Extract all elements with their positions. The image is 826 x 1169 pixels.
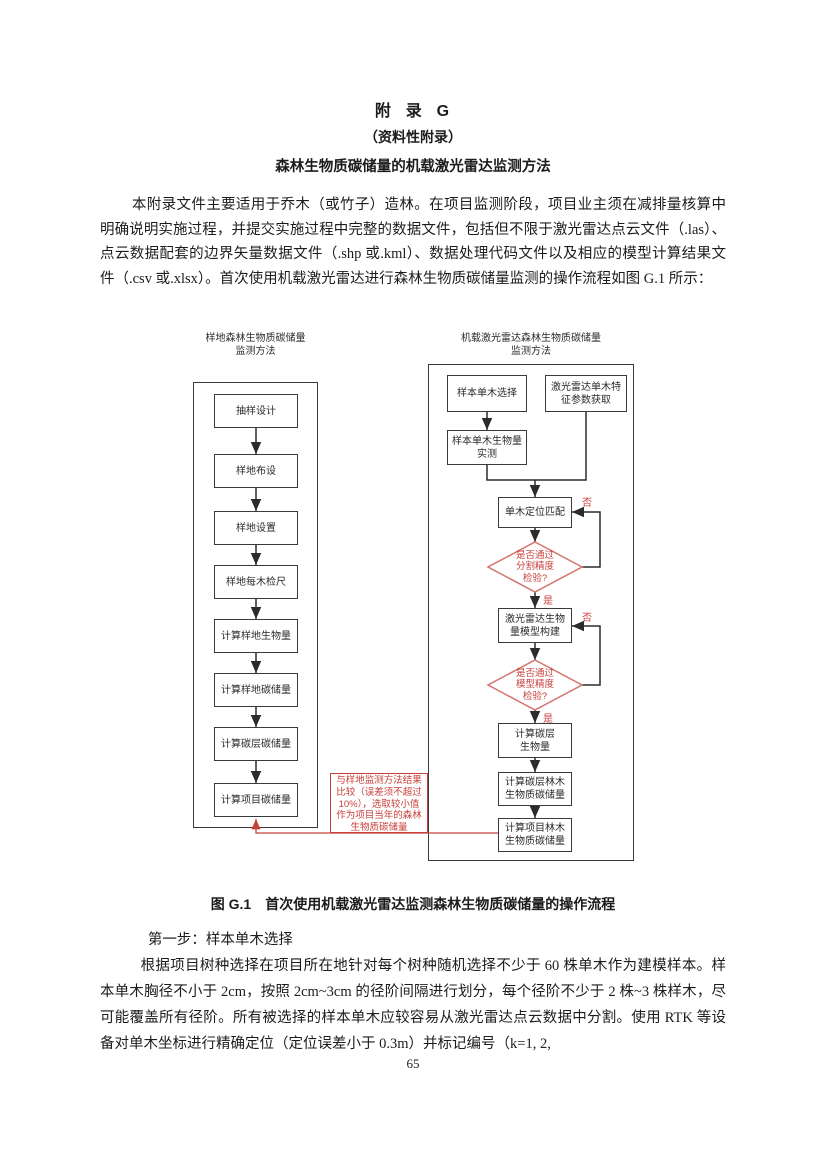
figure-flowchart: 样地森林生物质碳储量 监测方法 机载激光雷达森林生物质碳储量 监测方法 <box>190 330 646 870</box>
flow-step-project-carbon: 计算项目碳储量 <box>214 783 298 817</box>
flow-decision-model-check: 是否通过 模型精度 检验? <box>515 667 554 702</box>
flow-step-plot-layout: 样地布设 <box>214 454 298 488</box>
flow-step-layer-carbon: 计算碳层碳储量 <box>214 727 298 761</box>
appendix-heading: 附 录 G <box>374 103 452 120</box>
flow-node-lidar-feature-extraction: 激光雷达单木特 征参数获取 <box>545 375 627 412</box>
flow-node-calc-layer-tree-carbon: 计算碳层林木 生物质碳储量 <box>498 772 572 806</box>
no-label-model: 否 <box>582 613 592 624</box>
yes-label-segmentation: 是 <box>543 596 553 607</box>
flow-connectors <box>250 412 601 834</box>
body-paragraph: 根据项目树种选择在项目所在地针对每个树种随机选择不少于 60 株单木作为建模样本… <box>100 958 726 1052</box>
appendix-type-label: （资料性附录） <box>364 129 462 145</box>
right-flow-container <box>428 364 634 861</box>
intro-paragraph: 本附录文件主要适用于乔木（或竹子）造林。在项目监测阶段，项目业主须在减排量核算中… <box>100 197 726 287</box>
no-label-segmentation: 否 <box>582 498 592 509</box>
flow-step-sampling-design: 抽样设计 <box>214 394 298 428</box>
model-check-diamond-shape <box>486 659 584 711</box>
comparison-annotation: 与样地监测方法结果 比较（误差须不超过 10%），选取较小值 作为项目当年的森林… <box>330 773 428 833</box>
right-flow-title: 机载激光雷达森林生物质碳储量 监测方法 <box>461 333 601 357</box>
flow-step-plot-biomass: 计算样地生物量 <box>214 619 298 653</box>
flow-node-tree-position-matching: 单木定位匹配 <box>498 497 572 528</box>
figure-caption: 图 G.1 首次使用机载激光雷达监测森林生物质碳储量的操作流程 <box>210 896 616 912</box>
flow-decision-segmentation-check: 是否通过 分割精度 检验? <box>515 549 554 584</box>
flow-node-sample-tree-selection: 样本单木选择 <box>447 375 527 412</box>
appendix-title: 森林生物质碳储量的机载激光雷达监测方法 <box>275 159 551 175</box>
flow-step-plot-carbon: 计算样地碳储量 <box>214 673 298 707</box>
segmentation-check-diamond-shape <box>486 541 584 593</box>
flow-node-calc-layer-biomass: 计算碳层 生物量 <box>498 723 572 758</box>
yes-label-model: 是 <box>543 714 553 725</box>
flow-node-lidar-biomass-model: 激光雷达生物 量模型构建 <box>498 608 572 643</box>
flow-node-sample-biomass-measurement: 样本单木生物量 实测 <box>447 430 527 465</box>
flow-step-plot-tree-tally: 样地每木检尺 <box>214 565 298 599</box>
page-number: 65 <box>406 1056 420 1071</box>
step-one-heading: 第一步：样本单木选择 <box>147 932 293 948</box>
left-flow-title: 样地森林生物质碳储量 监测方法 <box>205 333 306 357</box>
flow-step-plot-setup: 样地设置 <box>214 511 298 545</box>
flow-node-calc-project-tree-carbon: 计算项目林木 生物质碳储量 <box>498 818 572 852</box>
